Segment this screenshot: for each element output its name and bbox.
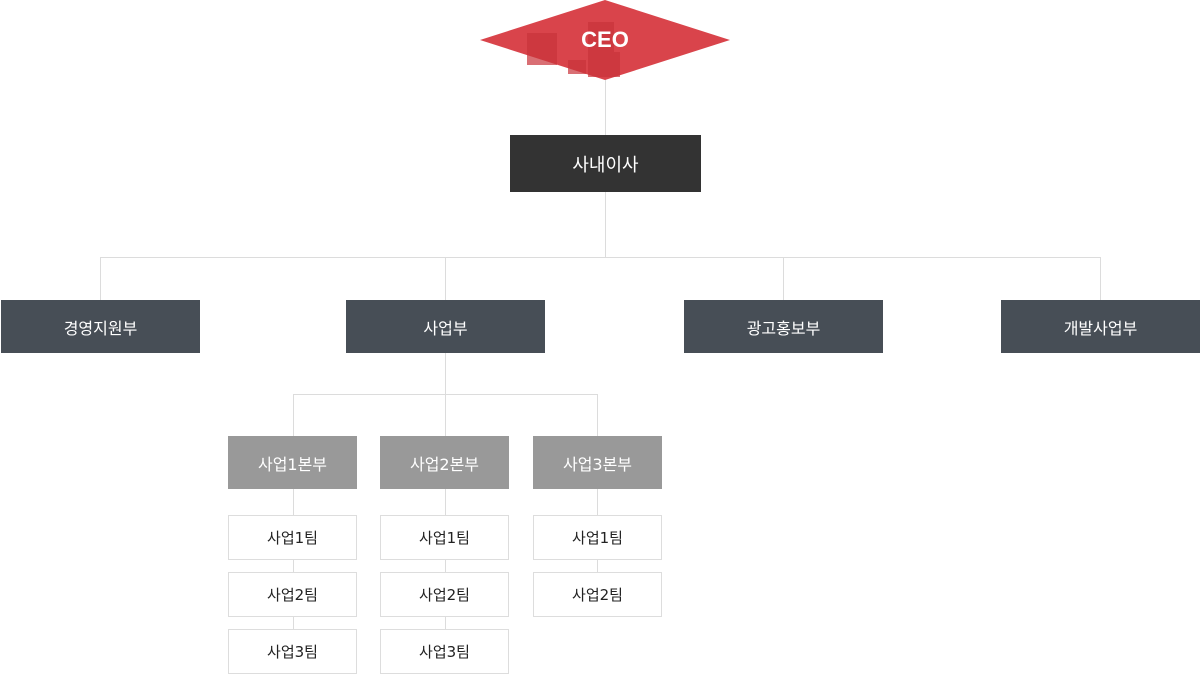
team-box: 사업3팀 <box>380 629 509 674</box>
connector-line <box>100 257 101 300</box>
team-box: 사업2팀 <box>380 572 509 617</box>
ceo-diamond <box>480 0 730 80</box>
dept-business: 사업부 <box>346 300 545 353</box>
connector-line <box>445 394 446 436</box>
connector-line <box>445 352 446 394</box>
division-1: 사업1본부 <box>228 436 357 489</box>
connector-line <box>605 78 606 135</box>
connector-line <box>293 488 294 648</box>
connector-line <box>597 394 598 436</box>
dept-management-support: 경영지원부 <box>1 300 200 353</box>
team-box: 사업1팀 <box>380 515 509 560</box>
connector-line <box>100 257 1100 258</box>
connector-line <box>445 257 446 300</box>
division-2: 사업2본부 <box>380 436 509 489</box>
connector-line <box>605 192 606 257</box>
ceo-label: CEO <box>581 27 629 52</box>
team-box: 사업1팀 <box>228 515 357 560</box>
executive-box: 사내이사 <box>510 135 701 192</box>
dept-development-business: 개발사업부 <box>1001 300 1200 353</box>
connector-line <box>445 488 446 648</box>
connector-line <box>1100 257 1101 300</box>
team-box: 사업2팀 <box>533 572 662 617</box>
dept-advertising-pr: 광고홍보부 <box>684 300 883 353</box>
connector-line <box>293 394 294 436</box>
connector-line <box>783 257 784 300</box>
division-3: 사업3본부 <box>533 436 662 489</box>
team-box: 사업1팀 <box>533 515 662 560</box>
team-box: 사업2팀 <box>228 572 357 617</box>
team-box: 사업3팀 <box>228 629 357 674</box>
